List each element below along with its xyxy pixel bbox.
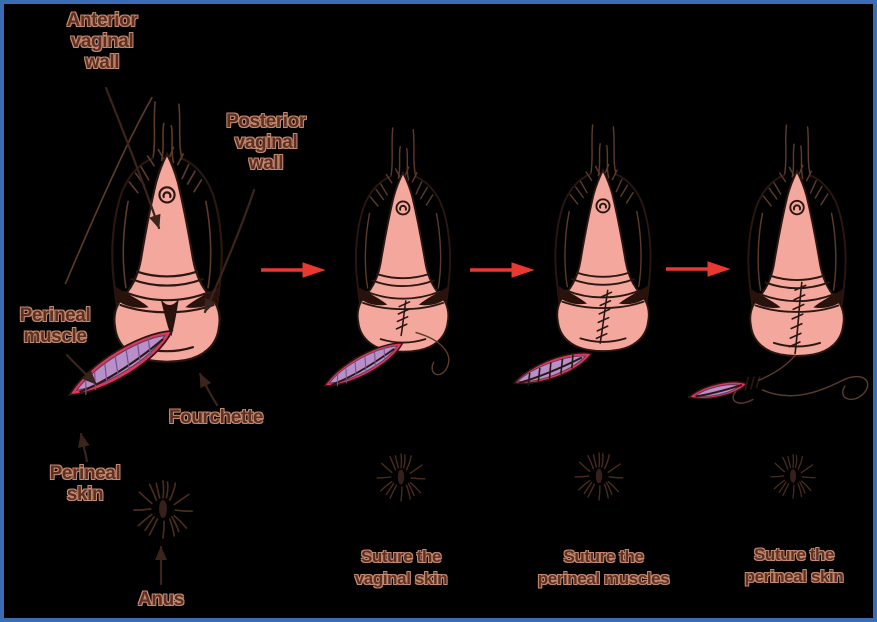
caption-suture-perineal-muscles: Suture the perineal muscles bbox=[537, 547, 670, 588]
label-posterior-vaginal-wall: Posterior vaginal wall bbox=[226, 111, 306, 174]
label-fourchette: Fourchette bbox=[168, 407, 264, 428]
posterior-vaginal-wall-arrow bbox=[203, 188, 256, 314]
figure-stage-1-open-wound bbox=[64, 96, 223, 396]
label-perineal-skin: Perineal skin bbox=[49, 463, 121, 505]
fourchette-arrow bbox=[198, 372, 219, 407]
flow-arrow-icon-2 bbox=[468, 261, 535, 279]
anus-icon-2 bbox=[376, 453, 426, 502]
flow-arrow-icon-3 bbox=[664, 260, 731, 278]
diagram-canvas bbox=[64, 86, 869, 586]
anterior-vaginal-wall-arrow bbox=[104, 86, 161, 230]
label-anterior-vaginal-wall: Anterior vaginal wall bbox=[66, 10, 138, 73]
figure-stage-3-suture-perineal-muscles bbox=[512, 124, 652, 387]
perineal-skin-arrow bbox=[77, 432, 90, 463]
caption-suture-vaginal-skin: Suture the vaginal skin bbox=[354, 547, 448, 588]
flow-arrow-icon-1 bbox=[259, 261, 326, 279]
caption-suture-perineal-skin: Suture the perineal skin bbox=[744, 545, 844, 586]
label-anus: Anus bbox=[138, 589, 184, 610]
figure-stage-2-suture-vaginal-skin bbox=[323, 127, 452, 387]
label-perineal-muscle: Perineal muscle bbox=[19, 305, 91, 347]
figure-stage-4-suture-perineal-skin bbox=[687, 124, 869, 404]
anus-icon-4 bbox=[770, 454, 816, 499]
perineal-muscle-arrow bbox=[65, 353, 98, 386]
anus-icon-1 bbox=[133, 480, 193, 539]
anus-icon-3 bbox=[574, 452, 624, 501]
